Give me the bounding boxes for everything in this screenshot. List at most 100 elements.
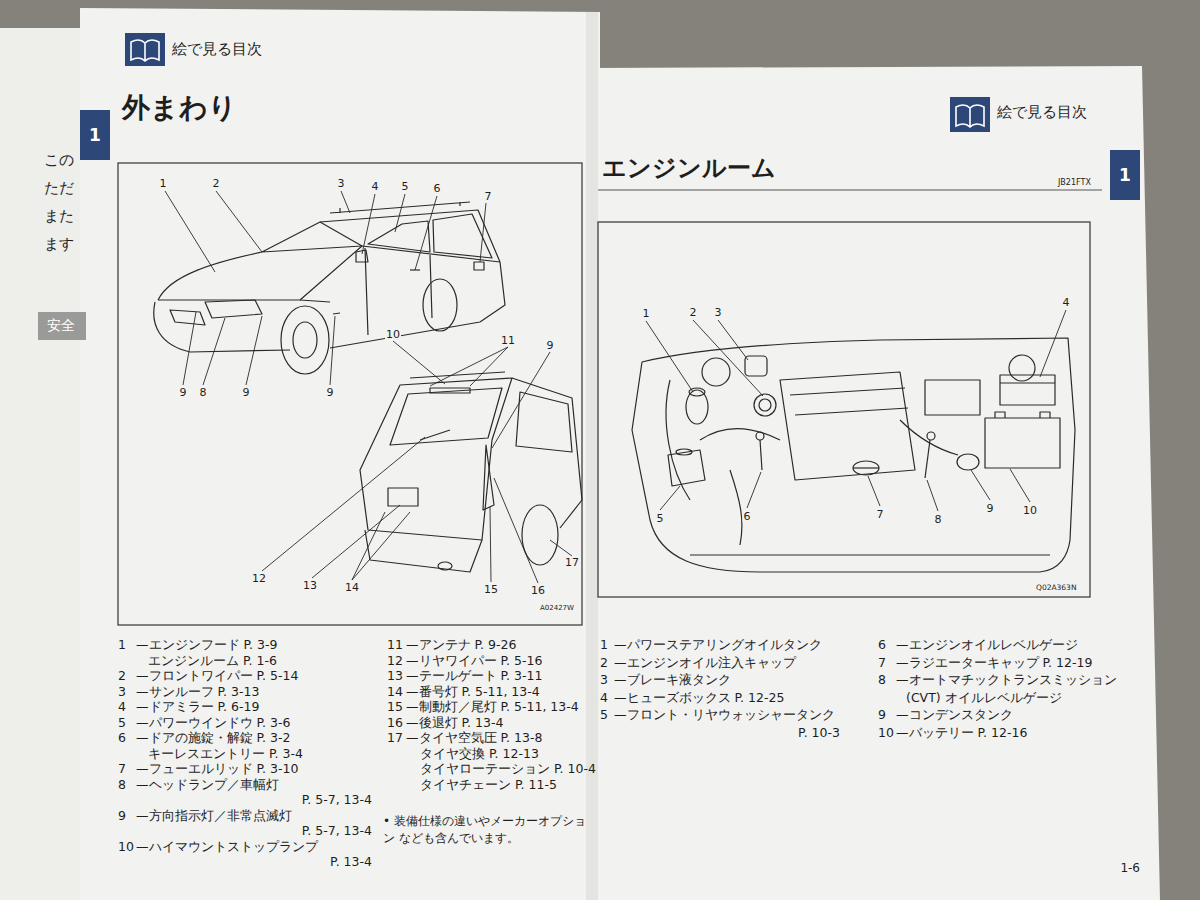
item-number: 2 (600, 656, 608, 670)
engine-room-drawing (759, 399, 771, 411)
item-text: —パワーステアリングオイルタンク (614, 638, 822, 652)
callout-number: 7 (876, 509, 885, 520)
book-icon (956, 105, 984, 127)
car-front-view (433, 214, 492, 258)
item-text: タイヤ交換 P. 12-13 (420, 747, 539, 761)
item-text: —バッテリー P. 12-16 (896, 726, 1027, 740)
engine-room-drawing (730, 470, 742, 545)
callout-number: 13 (302, 580, 318, 591)
item-number: 9 (878, 708, 886, 722)
car-front-view (293, 322, 317, 358)
paper-sheet (0, 28, 86, 900)
item-text: —ラジエーターキャップ P. 12-19 (896, 656, 1092, 670)
engine-room-drawing (995, 412, 1050, 418)
car-front-view (281, 306, 329, 374)
leader-line (183, 312, 335, 385)
engine-room-drawing (1000, 382, 1055, 383)
item-text: —制動灯／尾灯 P. 5-11, 13-4 (406, 700, 579, 714)
callout-number: 1 (642, 308, 651, 319)
item-number: 13 (387, 669, 403, 683)
engine-room-drawing (700, 428, 780, 440)
item-text: エンジンルーム P. 1-6 (148, 654, 277, 668)
item-number: 14 (387, 685, 403, 699)
callout-number: 12 (251, 573, 267, 584)
callout-number: 2 (212, 178, 221, 189)
book-icon (125, 33, 165, 66)
page-fragment: また (44, 208, 74, 225)
page-reference: P. 13-4 (330, 855, 372, 869)
car-front-view (320, 210, 500, 262)
car-rear-view (410, 372, 505, 378)
car-front-view (158, 246, 362, 300)
engine-room-drawing (760, 440, 762, 470)
engine-room-drawing (790, 388, 908, 415)
item-text: —ドアミラー P. 6-19 (136, 700, 259, 714)
engine-room-drawing (632, 430, 1075, 572)
item-number: 6 (878, 638, 886, 652)
item-text: —コンデンスタンク (896, 708, 1013, 722)
item-text: —ヘッドランプ／車幅灯 (136, 778, 279, 792)
item-number: 12 (387, 654, 403, 668)
item-number: 5 (600, 708, 608, 722)
item-number: 10 (878, 726, 894, 740)
car-front-view (333, 313, 340, 314)
item-text: —エンジンオイル注入キャップ (614, 656, 796, 670)
item-text: (CVT) オイルレベルゲージ (906, 691, 1062, 705)
callout-number: 10 (385, 329, 401, 340)
item-number: 10 (118, 840, 134, 854)
callout-number: 17 (564, 557, 580, 568)
callout-number: 7 (484, 191, 493, 202)
car-front-view (154, 202, 505, 374)
engine-room-drawing (632, 338, 1075, 572)
item-number: 1 (600, 638, 608, 652)
callout-number: 5 (401, 181, 410, 192)
leader-line (165, 191, 486, 272)
car-rear-view (516, 392, 572, 452)
callout-number: 2 (689, 307, 698, 318)
car-front-view (300, 246, 500, 302)
tab-number: 1 (89, 125, 101, 145)
item-number: 16 (387, 716, 403, 730)
paper-sheet (38, 312, 86, 340)
item-text: —エンジンオイルレベルゲージ (896, 638, 1078, 652)
car-front-view (423, 279, 457, 331)
callout-number: 9 (546, 340, 555, 351)
car-front-view (205, 300, 262, 318)
engine-room-drawing (745, 356, 767, 376)
page-reference: P. 5-7, 13-4 (302, 824, 372, 838)
item-text: —ハイマウントストップランプ (136, 840, 318, 854)
car-front-view (170, 310, 205, 325)
item-number: 8 (118, 778, 126, 792)
callout-number: 10 (1022, 505, 1038, 516)
engine-room-drawing (925, 380, 980, 415)
callout-number: 4 (371, 181, 380, 192)
engine-room-drawing (690, 554, 1050, 555)
car-rear-view (390, 388, 502, 445)
callout-number: 5 (656, 513, 665, 524)
item-number: 3 (118, 685, 126, 699)
item-text: タイヤチェーン P. 11-5 (420, 778, 557, 792)
callout-number: 11 (500, 335, 516, 346)
callout-number: 3 (337, 178, 346, 189)
leader-line (660, 469, 1030, 511)
page-fragment: 安全 (47, 317, 75, 333)
leader-line (393, 341, 550, 448)
figure-code: JB21FTX (1058, 178, 1091, 187)
car-front-view (356, 250, 368, 262)
engine-room-drawing (853, 467, 879, 468)
car-front-view (474, 262, 484, 270)
page-fragment: この (44, 152, 74, 169)
book-icon (950, 97, 990, 132)
item-number: 6 (118, 731, 126, 745)
item-number: 11 (387, 638, 403, 652)
item-text: —後退灯 P. 13-4 (406, 716, 503, 730)
item-number: 15 (387, 700, 403, 714)
item-text: キーレスエントリー P. 3-4 (148, 747, 303, 761)
item-number: 5 (118, 716, 126, 730)
callout-number: 3 (714, 307, 723, 318)
item-text: —テールゲート P. 3-11 (406, 669, 542, 683)
item-text: —方向指示灯／非常点滅灯 (136, 809, 292, 823)
engine-room-drawing (780, 372, 915, 480)
